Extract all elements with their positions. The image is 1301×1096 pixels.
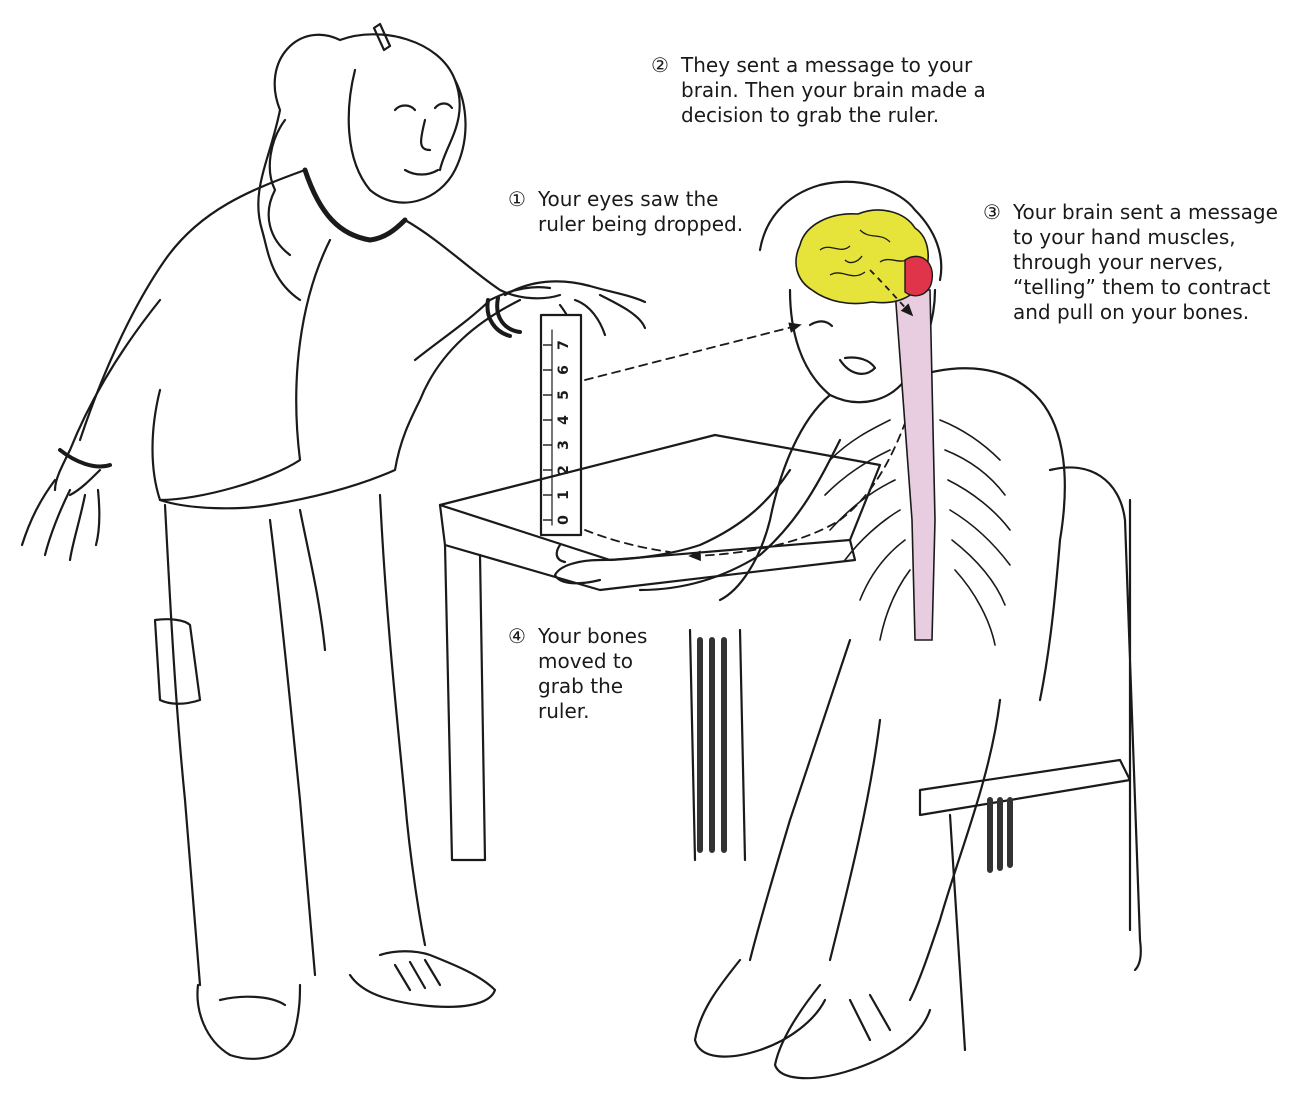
boy-leg [750, 640, 1000, 1000]
ruler-mark-0: 0 [556, 515, 572, 525]
caption-line: “telling” them to contract [983, 275, 1278, 300]
caption-line: ruler being dropped. [508, 212, 743, 237]
caption-line: Your brain sent a message [1013, 200, 1278, 224]
caption-line: ruler. [508, 699, 647, 724]
cerebellum [905, 256, 932, 295]
hand-return-arrow [585, 530, 670, 552]
ruler-mark-4: 4 [556, 415, 572, 425]
caption-line: Your bones [538, 624, 647, 648]
step-3-caption: ③Your brain sent a message to your hand … [983, 200, 1278, 325]
girl-right-shoe [350, 951, 495, 1007]
step-1-caption: ①Your eyes saw the ruler being dropped. [508, 187, 743, 237]
caption-line: moved to [508, 649, 647, 674]
girl-face [349, 70, 466, 203]
girl-pants [165, 495, 425, 985]
girl-left-arm [55, 300, 160, 490]
boy-right-shoe [775, 985, 930, 1078]
girl-sweater [80, 170, 560, 500]
spinal-cord [895, 290, 935, 640]
caption-line: through your nerves, [983, 250, 1278, 275]
step-marker: ① [508, 187, 538, 212]
caption-line: to your hand muscles, [983, 225, 1278, 250]
ruler-mark-1: 1 [556, 490, 572, 500]
ruler-mark-5: 5 [556, 390, 572, 400]
caption-line: and pull on your bones. [983, 300, 1278, 325]
girl-collar [305, 170, 405, 240]
ruler-mark-7: 7 [556, 340, 572, 350]
boy-left-shoe [695, 960, 825, 1057]
boy-arm [600, 440, 840, 590]
table [440, 435, 880, 860]
chair [920, 467, 1141, 1050]
boy-body [720, 368, 1065, 700]
table-leg-front [445, 545, 485, 860]
step-marker: ④ [508, 624, 538, 649]
caption-line: decision to grab the ruler. [651, 103, 986, 128]
boy-hand [555, 545, 600, 583]
step-marker: ② [651, 53, 681, 78]
caption-line: Your eyes saw the [538, 187, 719, 211]
ruler-mark-6: 6 [556, 365, 572, 375]
caption-line: They sent a message to your [681, 53, 972, 77]
girl-hair [258, 34, 459, 300]
ruler-mark-3: 3 [556, 440, 572, 450]
step-2-caption: ②They sent a message to your brain. Then… [651, 53, 986, 128]
ruler-mark-2: 2 [556, 465, 572, 475]
girl-left-hand [22, 480, 99, 560]
girl-cuff-left [60, 450, 110, 467]
eye-to-ruler-arrow [585, 325, 800, 380]
step-4-caption: ④Your bones moved to grab the ruler. [508, 624, 647, 724]
table-top [440, 435, 880, 560]
girl-pocket [155, 619, 200, 704]
girl-hair-clip [374, 24, 390, 50]
caption-line: brain. Then your brain made a [651, 78, 986, 103]
step-marker: ③ [983, 200, 1013, 225]
caption-line: grab the [508, 674, 647, 699]
